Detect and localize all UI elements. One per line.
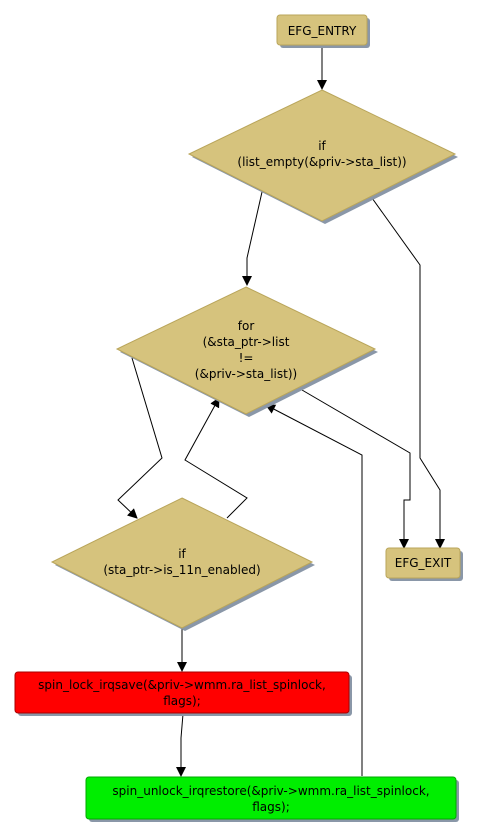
- edge-if-11n-back-to-for: [184, 397, 248, 519]
- entry-node: EFG_ENTRY: [276, 14, 370, 48]
- if-list-empty-line1: if: [318, 139, 326, 153]
- spin-lock-line2: flags);: [163, 694, 201, 708]
- edge-spin-lock-to-spin-unlock: [176, 713, 186, 777]
- for-loop-diamond: [115, 286, 377, 415]
- spin-unlock-node: spin_unlock_irqrestore(&priv->wmm.ra_lis…: [85, 776, 459, 822]
- if-list-empty-line2: (list_empty(&priv->sta_list)): [237, 155, 406, 169]
- edges: [117, 46, 445, 777]
- spin-unlock-line1: spin_unlock_irqrestore(&priv->wmm.ra_lis…: [112, 784, 429, 798]
- spin-lock-node: spin_lock_irqsave(&priv->wmm.ra_list_spi…: [14, 671, 352, 716]
- if-list-empty-node: if (list_empty(&priv->sta_list)): [187, 89, 458, 224]
- for-loop-line1: for: [238, 319, 255, 333]
- exit-node-label: EFG_EXIT: [395, 556, 452, 570]
- if-11n-line1: if: [178, 547, 186, 561]
- for-loop-line3: !=: [239, 351, 254, 365]
- spin-unlock-line2: flags);: [252, 800, 290, 814]
- spin-lock-line1: spin_lock_irqsave(&priv->wmm.ra_list_spi…: [38, 678, 326, 692]
- spin-lock-box: [14, 671, 350, 714]
- entry-node-box: [276, 14, 368, 46]
- edge-if-list-empty-to-exit: [371, 197, 445, 549]
- if-11n-diamond: [50, 497, 314, 629]
- for-loop-node: for (&sta_ptr->list != (&priv->sta_list)…: [115, 286, 378, 417]
- exit-node: EFG_EXIT: [385, 547, 463, 581]
- exit-node-box: [385, 547, 461, 579]
- edge-spin-unlock-back-to-for: [265, 404, 363, 776]
- edge-if-list-empty-to-for: [242, 191, 263, 286]
- edge-for-to-if-11n: [117, 357, 163, 519]
- for-loop-line4: (&priv->sta_list)): [195, 367, 297, 381]
- spin-unlock-box: [85, 776, 457, 820]
- for-loop-line2: (&sta_ptr->list: [203, 335, 290, 349]
- entry-node-label: EFG_ENTRY: [288, 24, 357, 38]
- if-list-empty-diamond: [187, 89, 457, 222]
- if-11n-line2: (sta_ptr->is_11n_enabled): [103, 563, 260, 577]
- edge-for-to-exit: [301, 389, 411, 549]
- if-11n-node: if (sta_ptr->is_11n_enabled): [50, 497, 315, 631]
